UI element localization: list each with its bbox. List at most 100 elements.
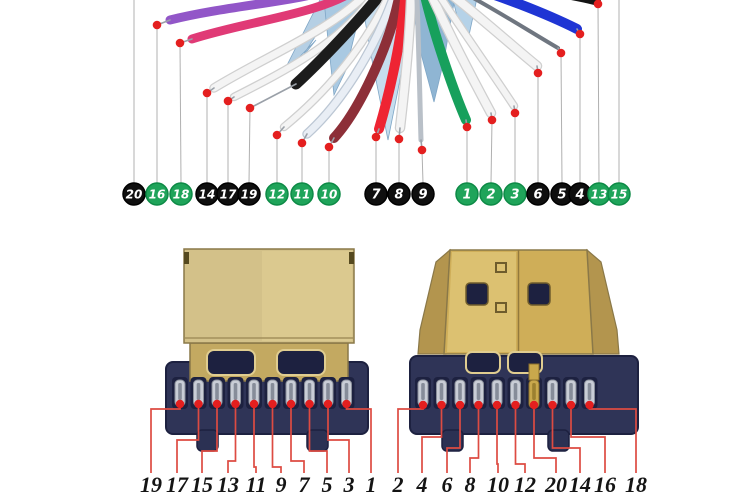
wire-label-circle-15 — [607, 182, 631, 206]
wire-label-circle-12 — [265, 182, 289, 206]
shield-tab-gold — [528, 363, 540, 381]
gray-wire — [472, 0, 560, 50]
wire-label-6: 6 — [526, 182, 550, 206]
pink-wire — [187, 0, 347, 44]
wire-label-circle-2 — [479, 182, 503, 206]
wire-label-text-12: 12 — [269, 187, 286, 201]
pin-groove-4 — [439, 383, 444, 400]
hdmi-plug-odd-pin-side — [165, 248, 369, 452]
pin-groove-3 — [326, 383, 330, 400]
wire-label-text-17: 17 — [220, 187, 237, 201]
wire-label-16: 16 — [145, 182, 169, 206]
pin-lead-7 — [290, 404, 305, 473]
wire-label-11: 11 — [290, 182, 314, 206]
tip-dot-3 — [510, 108, 520, 118]
tip-dot-14 — [202, 88, 212, 98]
pin-dot-15 — [212, 399, 222, 409]
tip-dot-17 — [223, 96, 233, 106]
pin-number-12: 12 — [514, 472, 536, 497]
tip-dot-10 — [324, 142, 334, 152]
wire-label-circle-1 — [455, 182, 479, 206]
pin-dot-10 — [492, 400, 502, 410]
pin-lead-3 — [327, 404, 350, 473]
shell-punch-bottom — [495, 302, 507, 313]
pin-number-14: 14 — [569, 472, 591, 497]
tip-dot-9 — [417, 145, 427, 155]
silver-pair-wire — [414, 0, 424, 143]
pin-lead-15 — [201, 404, 218, 473]
tip-dot-19 — [245, 103, 255, 113]
pin-dot-14 — [548, 400, 557, 410]
tip-dot-11 — [297, 138, 307, 148]
wire-label-text-20: 20 — [126, 187, 143, 201]
pin-lead-20 — [533, 405, 557, 473]
leader-lines — [133, 0, 620, 184]
pin-number-5: 5 — [322, 472, 333, 497]
wire-label-circle-18 — [169, 182, 193, 206]
shell-punch-top — [495, 262, 507, 273]
tip-dot-7 — [371, 132, 381, 142]
pin-groove-7 — [289, 383, 293, 400]
pin-number-15: 15 — [191, 472, 213, 497]
wire-label-text-8: 8 — [394, 187, 403, 202]
pin-number-6: 6 — [442, 472, 453, 497]
pin-dot-1 — [342, 399, 351, 409]
pin-lead-10 — [496, 405, 499, 473]
tip-dot-16 — [152, 20, 162, 30]
wire-label-text-6: 6 — [533, 187, 542, 202]
pin-groove-5 — [307, 383, 312, 400]
maroon-wire — [329, 0, 404, 143]
tip-dot-8 — [394, 134, 404, 144]
wire-label-18: 18 — [169, 182, 193, 206]
pin-number-11: 11 — [246, 472, 267, 497]
tip-dot-4 — [575, 29, 585, 39]
shell-hole-right — [527, 282, 551, 306]
pin-number-20: 20 — [544, 472, 567, 497]
pin-dot-17 — [194, 399, 203, 409]
pin-groove-1 — [344, 383, 349, 400]
wire-label-15: 15 — [607, 182, 631, 206]
wire-label-text-18: 18 — [173, 187, 190, 201]
wire-label-circle-3 — [503, 182, 527, 206]
pin-groove-12 — [513, 383, 518, 400]
tip-dot-13 — [593, 0, 603, 9]
pin-number-9: 9 — [276, 472, 287, 497]
tip-dot-5 — [556, 48, 566, 58]
pin-lead-14 — [551, 405, 581, 473]
wire-label-circle-9 — [411, 182, 435, 206]
pin-groove-11 — [252, 383, 256, 400]
pin-dot-11 — [249, 399, 259, 409]
pin-groove-16 — [569, 383, 573, 400]
white-wire-1 — [210, 0, 365, 92]
pin-lead-17 — [176, 404, 200, 473]
wire-label-text-14: 14 — [199, 187, 216, 201]
black-sleeve-wire-conductor — [249, 83, 297, 109]
pin-number-2: 2 — [392, 472, 404, 497]
pin-groove-17 — [196, 383, 201, 400]
pin-number-18: 18 — [625, 472, 647, 497]
pin-dot-3 — [323, 399, 333, 409]
tip-dot-18 — [175, 38, 185, 48]
pin-dot-13 — [231, 399, 240, 409]
wire-label-text-2: 2 — [486, 187, 495, 202]
pin-groove-2 — [421, 383, 425, 400]
pin-dot-4 — [437, 400, 446, 410]
white-wire-6 — [451, 0, 541, 70]
wire-label-circle-7 — [364, 182, 388, 206]
tip-dot-6 — [533, 68, 543, 78]
pin-groove-15 — [215, 383, 219, 400]
pin-number-4: 4 — [416, 472, 428, 497]
wire-label-7: 7 — [364, 182, 388, 206]
wire-label-12: 12 — [265, 182, 289, 206]
wire-label-text-1: 1 — [462, 187, 471, 202]
pin-dot-2 — [418, 400, 428, 410]
wire-label-19: 19 — [237, 182, 261, 206]
white-wire-5 — [438, 0, 517, 109]
wire-label-20: 20 — [122, 182, 146, 206]
wire-label-10: 10 — [317, 182, 341, 206]
wire-label-text-3: 3 — [510, 187, 519, 202]
pin-groove-8 — [476, 383, 481, 400]
